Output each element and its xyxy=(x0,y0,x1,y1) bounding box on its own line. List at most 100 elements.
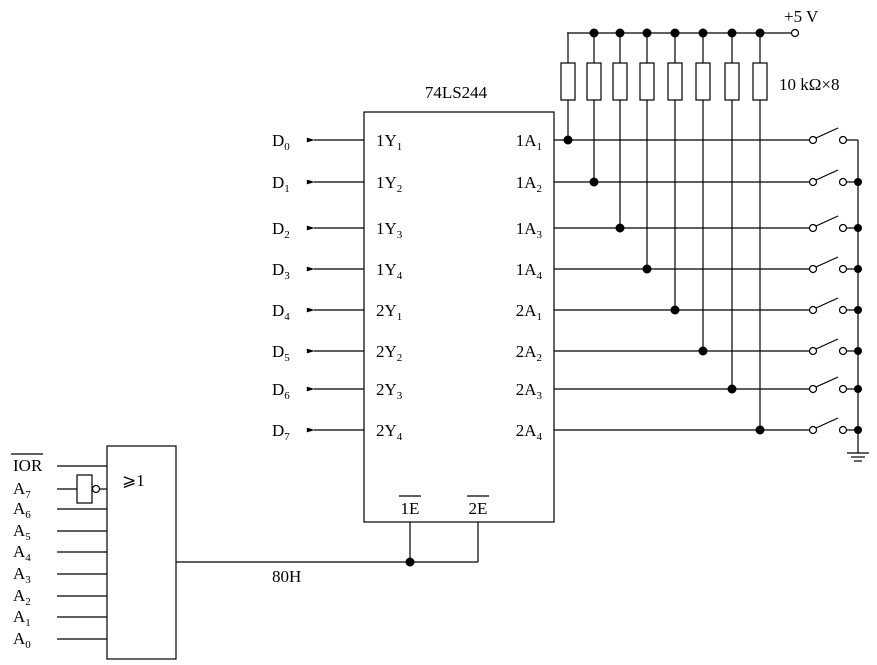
chip-pin-2a4: 2A4 xyxy=(516,421,543,443)
switch-contact xyxy=(808,223,818,233)
supply-label: +5 V xyxy=(784,7,819,26)
switch-blade xyxy=(815,297,839,309)
rail-junction-dot xyxy=(589,28,599,38)
chip-pin-1a2: 1A2 xyxy=(516,173,542,195)
switch-contact xyxy=(838,264,848,274)
ground-junction-dot xyxy=(854,426,862,434)
ground-junction-dot xyxy=(854,178,862,186)
junction-dot xyxy=(563,135,573,145)
chip-pin-2a3: 2A3 xyxy=(516,380,543,402)
switch-contact xyxy=(808,135,818,145)
rail-junction-dot xyxy=(670,28,680,38)
chip-pin-2a2: 2A2 xyxy=(516,342,542,364)
pullup-resistor xyxy=(612,62,628,101)
switch-contact xyxy=(838,425,848,435)
data-output-label-d7: D7 xyxy=(272,421,290,443)
switch-blade xyxy=(815,376,839,388)
chip-pin-1y3: 1Y3 xyxy=(376,219,403,241)
switch-contact xyxy=(808,425,818,435)
switch-contact xyxy=(808,264,818,274)
gate-input-label-a1: A1 xyxy=(13,607,31,629)
switch-blade xyxy=(815,215,839,227)
data-output-label-d3: D3 xyxy=(272,260,290,282)
rail-junction-dot xyxy=(642,28,652,38)
ground-junction-dot xyxy=(854,306,862,314)
rail-junction-dot xyxy=(727,28,737,38)
chip-74ls244 xyxy=(363,111,555,523)
switch-blade xyxy=(815,417,839,429)
data-output-label-d5: D5 xyxy=(272,342,290,364)
junction-dot xyxy=(589,177,599,187)
data-output-label-d1: D1 xyxy=(272,173,290,195)
pullup-resistor xyxy=(586,62,602,101)
rail-junction-dot xyxy=(615,28,625,38)
data-output-label-d4: D4 xyxy=(272,301,290,323)
gate-input-label-ior: IOR xyxy=(13,456,43,475)
gate-input-label-a2: A2 xyxy=(13,586,31,608)
enable-pin-2e: 2E xyxy=(469,499,488,518)
chip-name: 74LS244 xyxy=(425,83,488,102)
address-label: 80H xyxy=(272,567,301,586)
chip-pin-2y1: 2Y1 xyxy=(376,301,402,323)
ground-icon xyxy=(847,452,869,462)
pullup-resistor xyxy=(724,62,740,101)
gate-input-label-a5: A5 xyxy=(13,521,31,543)
data-output-label-d2: D2 xyxy=(272,219,290,241)
switch-blade xyxy=(815,169,839,181)
enable-pin-1e: 1E xyxy=(401,499,420,518)
ground-junction-dot xyxy=(854,265,862,273)
gate-input-label-a4: A4 xyxy=(13,542,31,564)
gate-input-label-a7: A7 xyxy=(13,479,31,501)
inverter-bubble xyxy=(91,484,101,494)
switch-contact xyxy=(838,346,848,356)
pullup-resistor xyxy=(695,62,711,101)
chip-pin-1y1: 1Y1 xyxy=(376,131,402,153)
chip-pin-1a1: 1A1 xyxy=(516,131,542,153)
gate-input-label-a0: A0 xyxy=(13,629,31,651)
data-output-label-d0: D0 xyxy=(272,131,290,153)
pullup-resistor xyxy=(667,62,683,101)
pullup-resistor xyxy=(639,62,655,101)
chip-pin-2y4: 2Y4 xyxy=(376,421,403,443)
switch-contact xyxy=(838,135,848,145)
switch-contact xyxy=(838,305,848,315)
junction-dot xyxy=(670,305,680,315)
pullup-resistor xyxy=(560,62,576,101)
ground-junction-dot xyxy=(854,347,862,355)
gate-input-label-a3: A3 xyxy=(13,564,31,586)
rail-junction-dot xyxy=(755,28,765,38)
ground-junction-dot xyxy=(854,224,862,232)
chip-pin-1a4: 1A4 xyxy=(516,260,543,282)
pullup-resistor xyxy=(752,62,768,101)
chip-pin-1y4: 1Y4 xyxy=(376,260,403,282)
supply-terminal xyxy=(790,28,800,38)
switch-contact xyxy=(808,384,818,394)
gate-input-label-a6: A6 xyxy=(13,499,31,521)
chip-pin-2a1: 2A1 xyxy=(516,301,542,323)
data-output-label-d6: D6 xyxy=(272,380,290,402)
switch-contact xyxy=(838,384,848,394)
switch-blade xyxy=(815,127,839,139)
junction-dot xyxy=(615,223,625,233)
enable-junction-dot xyxy=(405,557,415,567)
inverter xyxy=(76,474,93,504)
junction-dot xyxy=(755,425,765,435)
switch-contact xyxy=(808,346,818,356)
switch-contact xyxy=(838,223,848,233)
junction-dot xyxy=(727,384,737,394)
chip-pin-2y3: 2Y3 xyxy=(376,380,403,402)
gate-symbol: ⩾1 xyxy=(122,471,145,490)
switch-contact xyxy=(838,177,848,187)
chip-pin-2y2: 2Y2 xyxy=(376,342,402,364)
switch-blade xyxy=(815,338,839,350)
switch-contact xyxy=(808,177,818,187)
switch-contact xyxy=(808,305,818,315)
rail-junction-dot xyxy=(698,28,708,38)
switch-blade xyxy=(815,256,839,268)
resistor-label: 10 kΩ×8 xyxy=(779,75,839,94)
junction-dot xyxy=(642,264,652,274)
chip-pin-1y2: 1Y2 xyxy=(376,173,402,195)
junction-dot xyxy=(698,346,708,356)
ground-junction-dot xyxy=(854,385,862,393)
